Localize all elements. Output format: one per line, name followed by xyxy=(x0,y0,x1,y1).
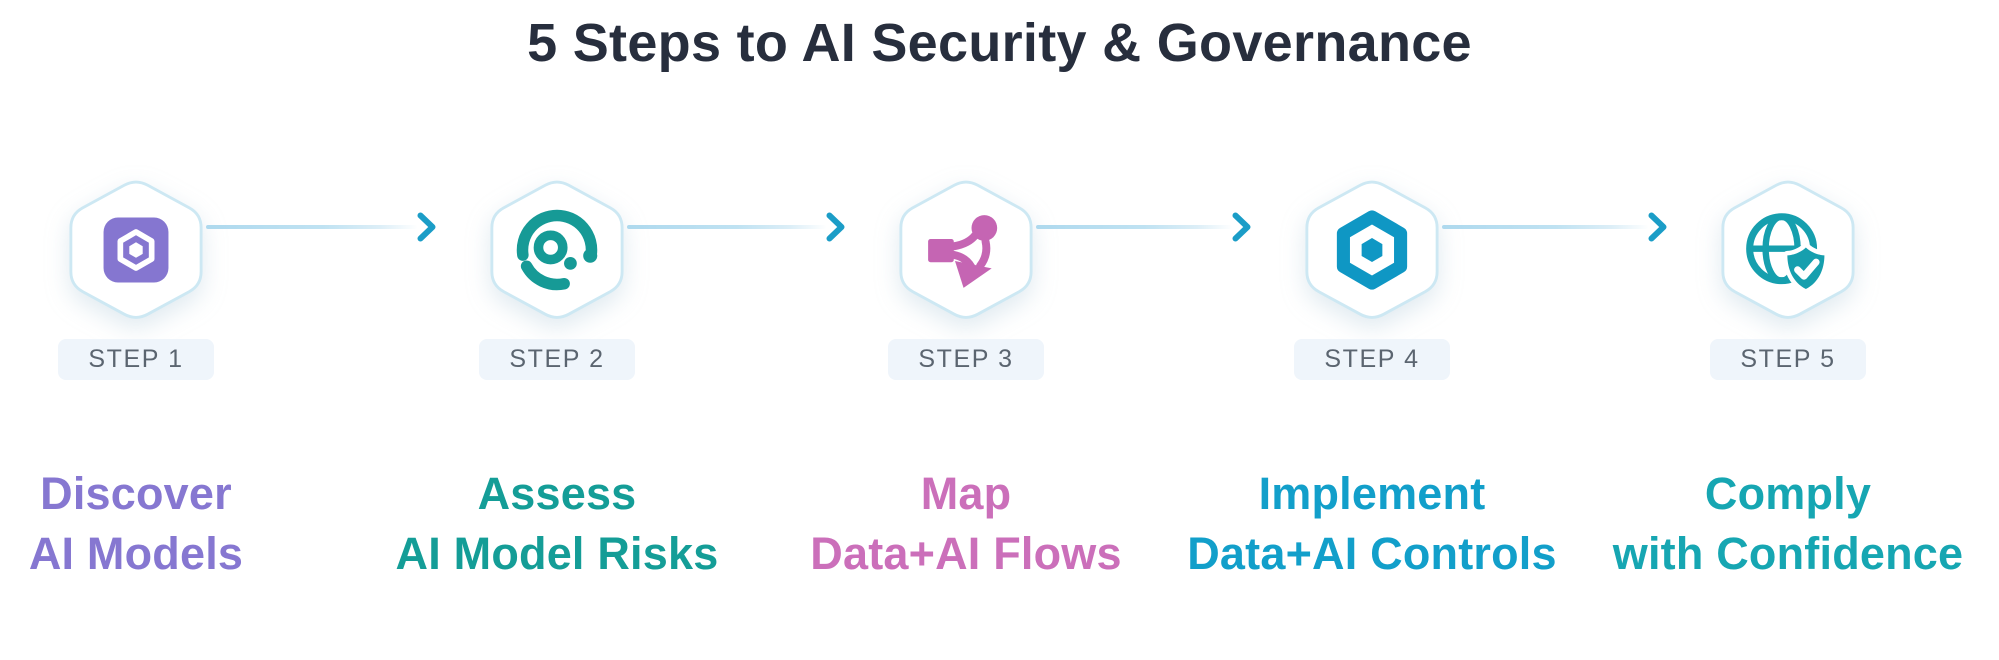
step-1-hexagon xyxy=(68,176,204,324)
globe-shield-check-icon xyxy=(1742,204,1834,296)
step-2-label-line2: AI Model Risks xyxy=(395,528,719,579)
step-3-label-line1: Map xyxy=(920,468,1012,519)
step-4-label: Implement Data+AI Controls xyxy=(1152,464,1592,584)
connector-3-4 xyxy=(1036,212,1251,242)
step-3-hexagon xyxy=(898,176,1034,324)
step-1-badge: STEP 1 xyxy=(58,339,214,380)
risk-gauge-icon xyxy=(511,204,603,296)
step-4-hexagon xyxy=(1304,176,1440,324)
step-5-badge-label: STEP 5 xyxy=(1740,345,1836,373)
hexagon-controls-icon xyxy=(1331,209,1413,291)
step-2-badge: STEP 2 xyxy=(479,339,635,380)
step-4-badge: STEP 4 xyxy=(1294,339,1450,380)
step-5-label: Comply with Confidence xyxy=(1568,464,1999,584)
step-2-label-line1: Assess xyxy=(477,468,637,519)
arrow-chevron-icon xyxy=(826,212,845,242)
data-flow-icon xyxy=(922,206,1010,294)
step-3-label: Map Data+AI Flows xyxy=(746,464,1186,584)
step-1-label: Discover AI Models xyxy=(0,464,356,584)
connector-line xyxy=(1036,225,1232,229)
connector-1-2 xyxy=(206,212,436,242)
connector-line xyxy=(627,225,826,229)
step-5-label-line2: with Confidence xyxy=(1612,528,1964,579)
step-1-label-line1: Discover xyxy=(40,468,232,519)
hexagon-frame xyxy=(490,180,624,319)
connector-line xyxy=(1442,225,1648,229)
step-2-badge-label: STEP 2 xyxy=(509,345,605,373)
step-4-badge-label: STEP 4 xyxy=(1324,345,1420,373)
step-3-badge-label: STEP 3 xyxy=(918,345,1014,373)
step-5-hexagon xyxy=(1720,176,1856,324)
arrow-chevron-icon xyxy=(1648,212,1667,242)
connector-4-5 xyxy=(1442,212,1667,242)
step-4-label-line2: Data+AI Controls xyxy=(1187,528,1557,579)
step-1-badge-label: STEP 1 xyxy=(88,345,184,373)
connector-line xyxy=(206,225,417,229)
step-3-badge: STEP 3 xyxy=(888,339,1044,380)
step-1-label-line2: AI Models xyxy=(28,528,244,579)
connector-2-3 xyxy=(627,212,845,242)
page-title: 5 Steps to AI Security & Governance xyxy=(527,13,1472,73)
step-5-badge: STEP 5 xyxy=(1710,339,1866,380)
step-5-label-line1: Comply xyxy=(1704,468,1872,519)
hexagon-frame xyxy=(899,180,1033,319)
step-4-label-line1: Implement xyxy=(1258,468,1486,519)
arrow-chevron-icon xyxy=(417,212,436,242)
step-2-hexagon xyxy=(489,176,625,324)
step-2-label: Assess AI Model Risks xyxy=(337,464,777,584)
arrow-chevron-icon xyxy=(1232,212,1251,242)
hexagon-model-icon xyxy=(102,216,170,284)
step-3-label-line2: Data+AI Flows xyxy=(810,528,1122,579)
